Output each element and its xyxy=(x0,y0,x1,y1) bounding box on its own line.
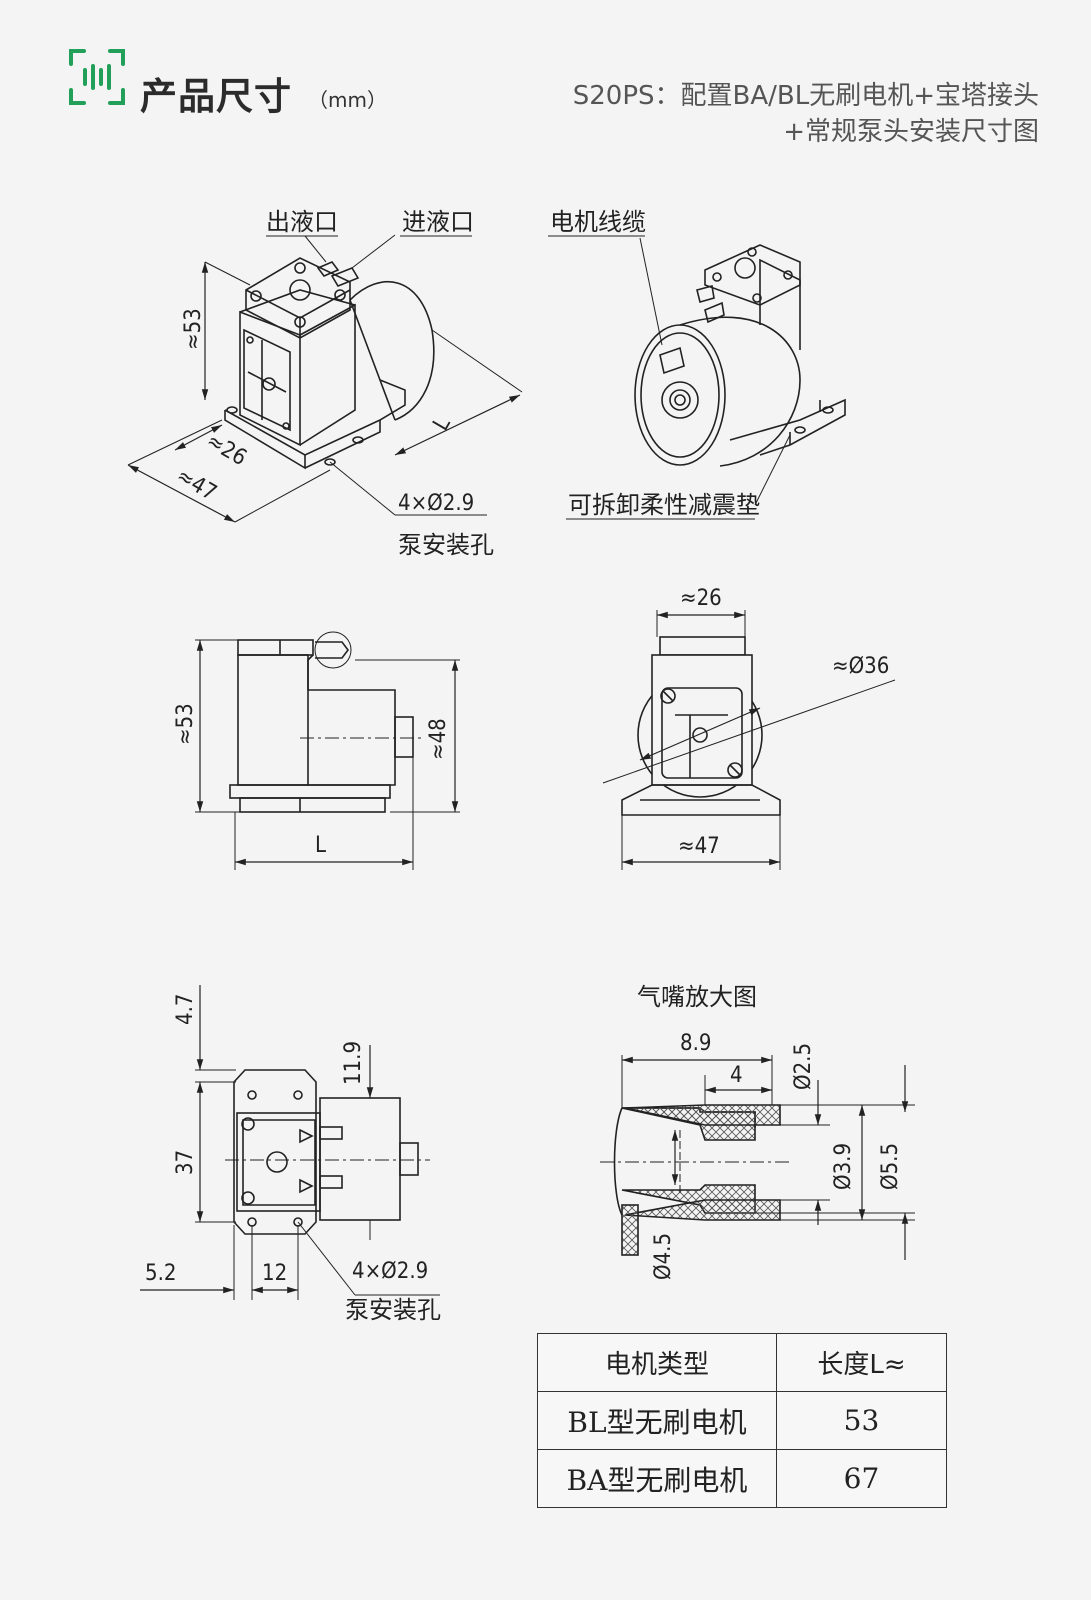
dim-top-d5: 12 xyxy=(262,1261,287,1286)
dim-top-d4: 5.2 xyxy=(145,1261,176,1286)
header: 产品尺寸 （mm） S20PS：配置BA/BL无刷电机+宝塔接头 +常规泵头安装… xyxy=(0,0,1091,160)
table-cell-length: 53 xyxy=(776,1391,947,1450)
dim-side-height: ≈53 xyxy=(173,703,198,745)
nozzle-detail xyxy=(600,1055,915,1260)
subtitle-line-2: +常规泵头安装尺寸图 xyxy=(783,117,1039,147)
table-header-length: 长度L≈ xyxy=(776,1333,947,1392)
table-cell-type: BA型无刷电机 xyxy=(537,1449,777,1508)
label-top-holes: 4×Ø2.9 xyxy=(352,1259,428,1284)
label-inlet: 进液口 xyxy=(402,208,474,236)
label-iso-holes-caption: 泵安装孔 xyxy=(398,531,494,559)
dim-front-width-bottom: ≈47 xyxy=(678,834,720,859)
dim-top-d2: 11.9 xyxy=(341,1041,366,1085)
dim-nozzle-mid: Ø3.9 xyxy=(831,1143,856,1190)
unit-label: （mm） xyxy=(308,88,387,112)
page-title: 产品尺寸 xyxy=(140,75,292,118)
dim-side-motor-height: ≈48 xyxy=(426,718,451,760)
motor-length-table: 电机类型 长度L≈ BL型无刷电机 53 BA型无刷电机 67 xyxy=(537,1333,947,1508)
dim-nozzle-base: Ø4.5 xyxy=(651,1233,676,1280)
dim-top-d3: 37 xyxy=(173,1150,198,1175)
dim-nozzle-outer: Ø5.5 xyxy=(878,1143,903,1190)
dim-side-length: L xyxy=(315,833,326,858)
dim-nozzle-inner: Ø2.5 xyxy=(791,1043,816,1090)
dim-front-width-top: ≈26 xyxy=(680,586,722,611)
dim-top-d1: 4.7 xyxy=(173,994,198,1025)
drawing-labels: 出液口 进液口 ≈53 L ≈26 ≈47 4×Ø2.9 泵安装孔 电机线缆 可… xyxy=(145,208,903,1324)
nozzle-title: 气嘴放大图 xyxy=(637,983,757,1011)
dim-iso-height: ≈53 xyxy=(181,308,206,350)
top-view xyxy=(140,985,440,1300)
label-damping-pad: 可拆卸柔性减震垫 xyxy=(568,491,760,519)
label-cable: 电机线缆 xyxy=(550,208,646,236)
dim-nozzle-tip: 4 xyxy=(730,1063,743,1088)
page-subtitle: S20PS：配置BA/BL无刷电机+宝塔接头 +常规泵头安装尺寸图 xyxy=(479,78,1039,150)
dim-front-diameter: ≈Ø36 xyxy=(832,654,889,679)
table-row: BA型无刷电机 67 xyxy=(537,1449,947,1508)
label-top-holes-caption: 泵安装孔 xyxy=(345,1296,441,1324)
iso-back-view xyxy=(634,237,846,506)
label-iso-holes: 4×Ø2.9 xyxy=(398,491,474,516)
subtitle-line-1: S20PS：配置BA/BL无刷电机+宝塔接头 xyxy=(572,81,1039,111)
table-cell-length: 67 xyxy=(776,1449,947,1508)
front-view xyxy=(602,610,896,870)
dim-iso-width-small: ≈26 xyxy=(202,429,251,472)
side-view xyxy=(195,631,460,870)
dim-iso-width-large: ≈47 xyxy=(172,464,221,507)
table-header-motor-type: 电机类型 xyxy=(537,1333,777,1392)
dim-nozzle-length: 8.9 xyxy=(680,1031,711,1056)
table-header-row: 电机类型 长度L≈ xyxy=(537,1333,947,1392)
iso-front-view xyxy=(127,234,523,523)
label-outlet: 出液口 xyxy=(266,208,338,236)
dim-iso-length: L xyxy=(429,413,456,435)
table-row: BL型无刷电机 53 xyxy=(537,1391,947,1450)
table-cell-type: BL型无刷电机 xyxy=(537,1391,777,1450)
dimension-logo-icon xyxy=(69,49,125,105)
